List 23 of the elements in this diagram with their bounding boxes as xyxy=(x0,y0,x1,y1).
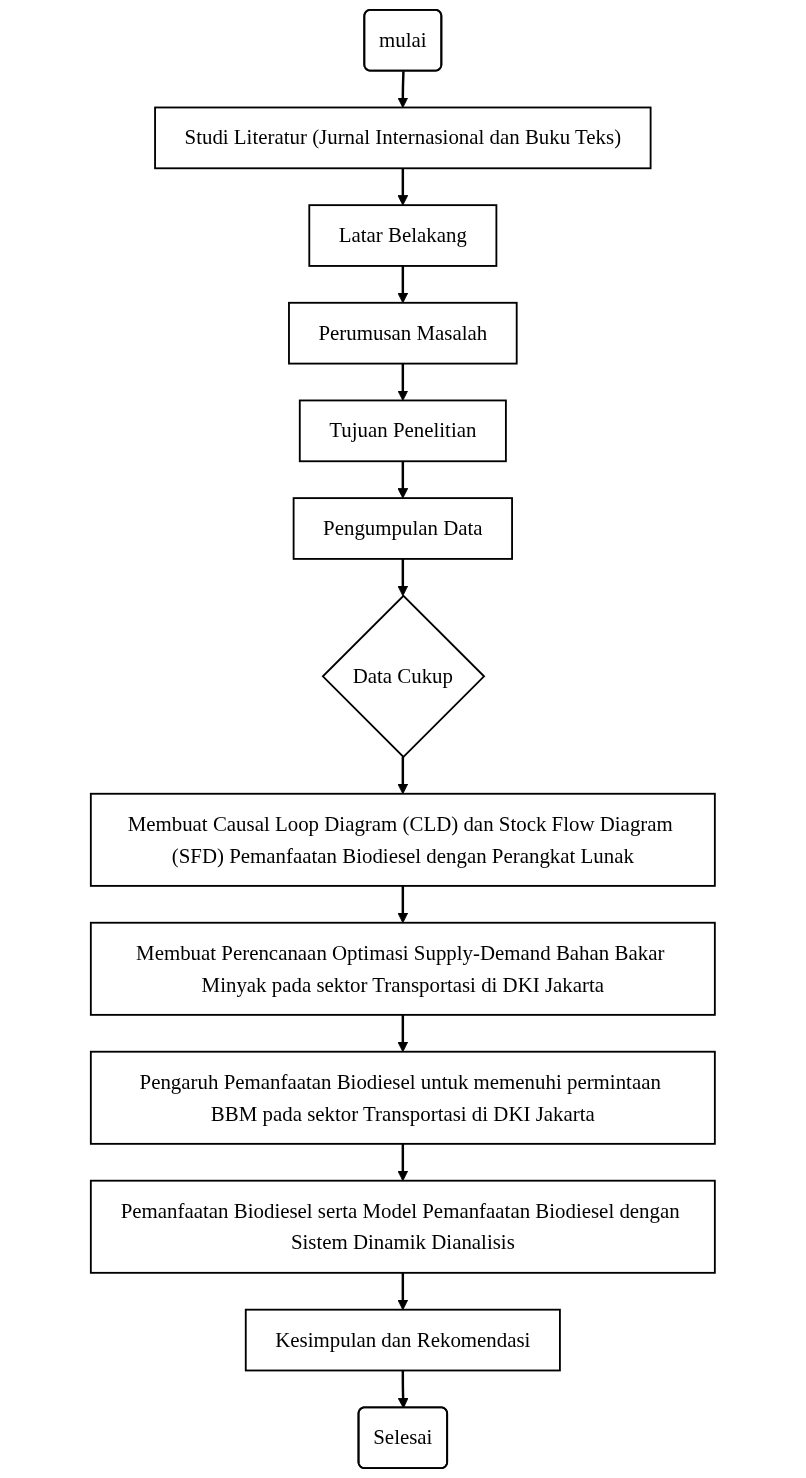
node-box: Kesimpulan dan Rekomendasi xyxy=(245,1308,561,1372)
arrow xyxy=(397,168,409,206)
arrow xyxy=(397,1272,409,1311)
arrow xyxy=(397,558,409,597)
node-box: Pengumpulan Data xyxy=(292,497,514,560)
arrow xyxy=(397,756,409,795)
node-box: Membuat Perencanaan Optimasi Supply-Demand Bahan Bakar Minyak pada sektor Transportasi di DKI Jakarta xyxy=(90,921,716,1016)
node-box: Pemanfaatan Biodiesel serta Model Pemanfaatan Biodiesel dengan Sistem Dinamik Dianalisis xyxy=(90,1179,716,1274)
node-box: Studi Literatur (Jurnal Internasional dan Buku Teks) xyxy=(154,106,652,170)
node-box: Latar Belakang xyxy=(308,204,498,267)
arrow xyxy=(397,363,409,401)
arrow xyxy=(397,885,409,924)
arrow xyxy=(397,461,409,499)
node-box: Tujuan Penelitian xyxy=(299,399,507,463)
arrow xyxy=(397,1143,409,1182)
node-box: Pengaruh Pemanfaatan Biodiesel untuk memenuhi permintaan BBM pada sektor Transportasi di DKI Jakarta xyxy=(90,1050,716,1145)
arrow xyxy=(397,71,409,108)
arrow xyxy=(397,1370,409,1409)
node-box: Perumusan Masalah xyxy=(288,301,518,365)
node-box: Membuat Causal Loop Diagram (CLD) dan Stock Flow Diagram (SFD) Pemanfaatan Biodiesel dengan Perangkat Lunak xyxy=(90,792,716,887)
arrow xyxy=(397,265,409,304)
arrow xyxy=(397,1014,409,1053)
node-diamond: Data Cukup xyxy=(321,594,486,759)
